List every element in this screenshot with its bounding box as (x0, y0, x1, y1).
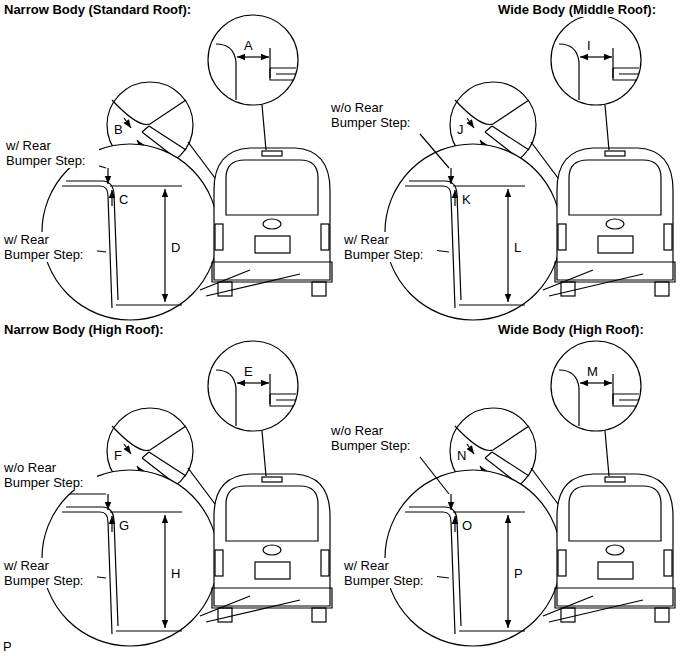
section-heading: Narrow Body (High Roof): (3, 322, 165, 337)
section-heading: Narrow Body (Standard Roof): (3, 2, 192, 17)
dimension-letter: A (243, 38, 254, 53)
section-heading: Wide Body (High Roof): (497, 322, 645, 337)
dimension-letter: N (456, 448, 467, 463)
dimension-letter: B (113, 122, 124, 137)
condition-note: w/o Rear Bumper Step: (330, 100, 424, 130)
dimension-letter: C (118, 192, 129, 207)
dimension-letter: O (461, 518, 473, 533)
dimension-letter: D (170, 240, 181, 255)
dimension-letter: L (513, 240, 522, 255)
figure-code: P (2, 639, 13, 654)
condition-note: w/o Rear Bumper Step: (3, 460, 97, 490)
dimension-letter: H (170, 566, 181, 581)
dimension-letter: J (456, 122, 465, 137)
section-heading: Wide Body (Middle Roof): (497, 2, 657, 17)
dimension-letter: K (461, 192, 472, 207)
dimension-letter: F (113, 448, 123, 463)
condition-note: w/ Rear Bumper Step: (343, 558, 437, 588)
condition-note: w/ Rear Bumper Step: (5, 138, 99, 168)
condition-note: w/ Rear Bumper Step: (343, 232, 437, 262)
dimension-letter: M (586, 364, 599, 379)
dimension-letter: G (118, 518, 130, 533)
condition-note: w/o Rear Bumper Step: (330, 423, 424, 453)
dimension-letter: P (513, 566, 524, 581)
condition-note: w/ Rear Bumper Step: (3, 232, 97, 262)
dimension-letter: E (243, 364, 254, 379)
condition-note: w/ Rear Bumper Step: (3, 558, 97, 588)
dimension-letter: I (586, 38, 592, 53)
